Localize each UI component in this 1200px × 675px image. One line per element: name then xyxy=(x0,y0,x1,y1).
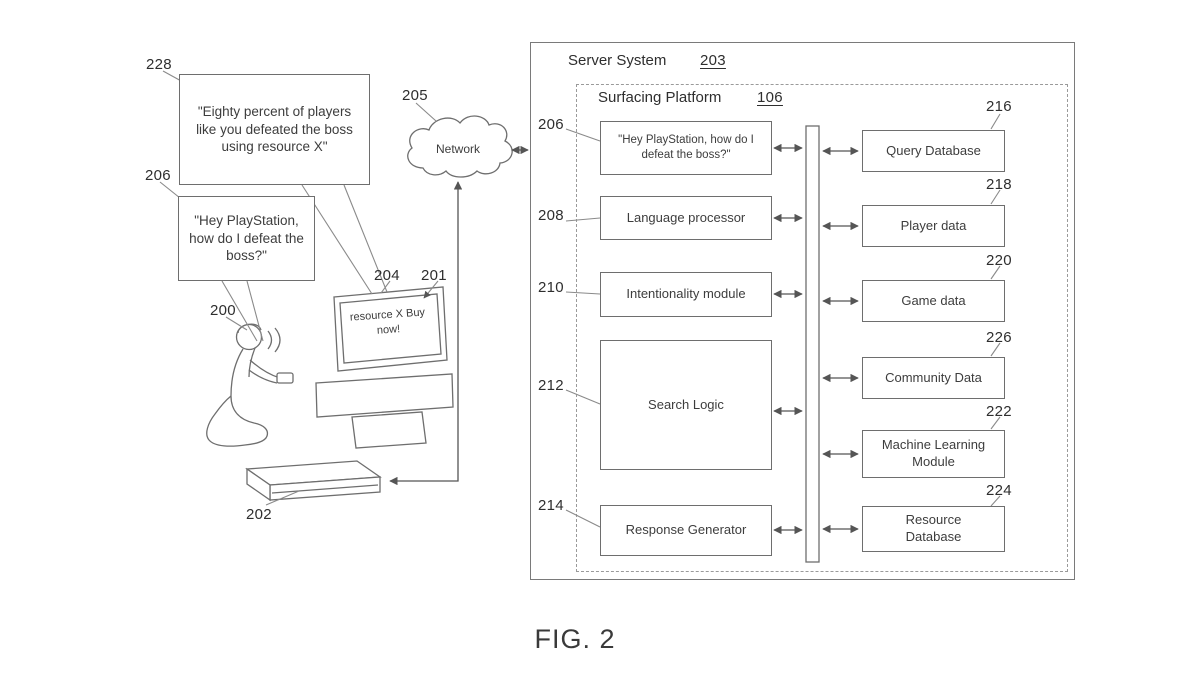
ref-206-server: 206 xyxy=(538,116,564,133)
ref-214: 214 xyxy=(538,497,564,514)
ref-200: 200 xyxy=(210,302,236,319)
network-label: Network xyxy=(435,142,480,156)
datastore-resource-database: Resource Database xyxy=(862,506,1005,552)
datastore-game-data: Game data xyxy=(862,280,1005,322)
ref-216: 216 xyxy=(986,98,1012,115)
speech-bubble-stat: "Eighty percent of players like you defe… xyxy=(179,74,370,185)
datastore-query-database: Query Database xyxy=(862,130,1005,172)
ref-224: 224 xyxy=(986,482,1012,499)
person-figure xyxy=(206,323,294,447)
ref-218: 218 xyxy=(986,176,1012,193)
ref-106: 106 xyxy=(757,89,783,106)
figure-caption: FIG. 2 xyxy=(534,624,616,654)
datastore-player-data: Player data xyxy=(862,205,1005,247)
ref-212: 212 xyxy=(538,377,564,394)
ref-226: 226 xyxy=(986,329,1012,346)
ref-203: 203 xyxy=(700,52,726,69)
ref-201: 201 xyxy=(421,267,447,284)
ref-206-left: 206 xyxy=(145,167,171,184)
ref-210: 210 xyxy=(538,279,564,296)
module-intentionality: Intentionality module xyxy=(600,272,772,317)
ref-208: 208 xyxy=(538,207,564,224)
speech-bubble-question: "Hey PlayStation, how do I defeat the bo… xyxy=(178,196,315,281)
server-system-title: Server System xyxy=(568,52,667,69)
module-query-echo: "Hey PlayStation, how do I defeat the bo… xyxy=(600,121,772,175)
ref-228: 228 xyxy=(146,56,172,73)
module-language-processor: Language processor xyxy=(600,196,772,240)
ref-202: 202 xyxy=(246,506,272,523)
ref-204: 204 xyxy=(374,267,400,284)
ref-220: 220 xyxy=(986,252,1012,269)
surfacing-platform-title: Surfacing Platform xyxy=(598,89,722,106)
datastore-community-data: Community Data xyxy=(862,357,1005,399)
tv-screen-text: resource X Buy now! xyxy=(349,306,426,337)
module-search-logic: Search Logic xyxy=(600,340,772,470)
ref-205: 205 xyxy=(402,87,428,104)
datastore-machine-learning: Machine Learning Module xyxy=(862,430,1005,478)
tv-stand-shape xyxy=(315,373,454,449)
console-shape xyxy=(245,460,382,502)
surfacing-platform-box xyxy=(576,84,1068,572)
ref-222: 222 xyxy=(986,403,1012,420)
module-response-generator: Response Generator xyxy=(600,505,772,556)
